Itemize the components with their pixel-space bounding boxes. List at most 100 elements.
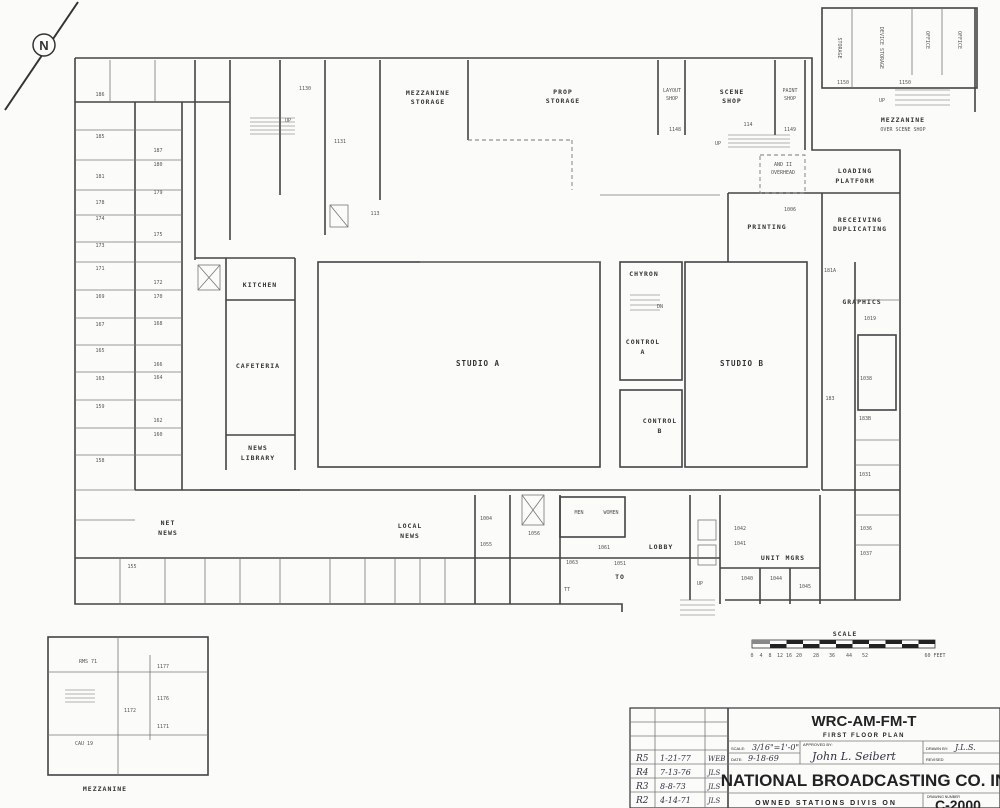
room-label: RECEIVING <box>838 216 882 224</box>
room-number: 1061 <box>598 545 610 551</box>
mezzanine-title: MEZZANINE <box>83 785 127 793</box>
room-label: LOADING <box>838 167 872 175</box>
room-number: 163 <box>95 376 104 382</box>
room-label: B <box>658 427 663 435</box>
room-number: 183B <box>859 416 871 422</box>
drawn-value: J.L.S. <box>953 743 976 752</box>
room-label: STORAGE <box>546 97 580 105</box>
room-label: SCENE <box>720 88 745 96</box>
scale-segment <box>852 640 869 644</box>
room-number: 172 <box>153 280 162 286</box>
room-number: 158 <box>95 458 104 464</box>
room-number: 1055 <box>480 542 492 548</box>
station-title: WRC-AM-FM-T <box>812 713 917 730</box>
room-number: 166 <box>153 362 162 368</box>
title-block: WRC-AM-FM-T FIRST FLOOR PLAN SCALE: 3/16… <box>629 707 1000 808</box>
scale-segment <box>885 640 902 644</box>
scale-segment <box>902 644 919 648</box>
revision-date: 8-8-73 <box>660 782 686 791</box>
room-label: OVERHEAD <box>771 170 795 176</box>
building-walls <box>74 57 901 612</box>
room-number: 1148 <box>669 127 681 133</box>
office-partitions <box>75 60 900 616</box>
room-label: SHOP <box>784 96 796 102</box>
drawing-number: C-2000 <box>935 797 981 808</box>
room-label: STORAGE <box>411 98 445 106</box>
room-number: 1042 <box>734 526 746 532</box>
room-label: NEWS <box>400 532 420 540</box>
mezzanine-over-scene-shop: STORAGE DEVICE STORAGE OFFICE OFFICE 115… <box>821 7 978 133</box>
room-number: 1041 <box>734 541 746 547</box>
room-number: 164 <box>153 375 162 381</box>
room-label: OFFICE <box>924 31 930 49</box>
revision-date: 4-14-71 <box>659 796 691 805</box>
stair-up-label: UP <box>715 141 721 147</box>
room-label: OFFICE <box>956 31 962 49</box>
scale-tick-label: 60 FEET <box>924 653 945 659</box>
room-number: 169 <box>95 294 104 300</box>
room-label: CHYRON <box>629 270 658 278</box>
room-label: A <box>641 348 646 356</box>
scale-value: 3/16"=1'-0" <box>752 743 799 752</box>
revision-number: R5 <box>635 754 649 764</box>
room-number: 160 <box>153 432 162 438</box>
scale-segment <box>836 644 853 648</box>
room-number: 1006 <box>784 207 796 213</box>
room-number: 175 <box>153 232 162 238</box>
room-label: CONTROL <box>643 417 677 425</box>
room-number: 183 <box>825 396 834 402</box>
room-number: 1172 <box>124 708 136 714</box>
room-label: LOCAL <box>398 522 423 530</box>
revision-by: JLS <box>706 769 720 777</box>
stair-up-label: UP <box>879 98 885 104</box>
room-number: 1149 <box>784 127 796 133</box>
room-number: 1063 <box>566 560 578 566</box>
scale-tick-label: 28 <box>813 653 819 659</box>
room-label: LAYOUT <box>663 88 681 94</box>
room-label: DUPLICATING <box>833 225 887 233</box>
room-number: 159 <box>95 404 104 410</box>
room-number: 180 <box>153 162 162 168</box>
room-number: 1176 <box>157 696 169 702</box>
room-number: 1038 <box>860 376 872 382</box>
room-label: CAFETERIA <box>236 362 280 370</box>
room-number: 1019 <box>864 316 876 322</box>
scale-tick-label: 0 <box>750 653 753 659</box>
room-number: 181A <box>824 268 836 274</box>
scale-segment <box>819 640 836 644</box>
room-label: TT <box>564 587 570 593</box>
mezzanine-title: MEZZANINE <box>881 116 925 124</box>
room-number: 1056 <box>528 531 540 537</box>
scale-tick-label: 36 <box>829 653 835 659</box>
scale-tick-label: 44 <box>846 653 852 659</box>
room-number: 173 <box>95 243 104 249</box>
room-number: 114 <box>743 122 752 128</box>
north-arrow-icon: N <box>4 1 79 111</box>
room-number: 1051 <box>614 561 626 567</box>
room-label: MEN <box>574 510 583 516</box>
room-number: 1040 <box>741 576 753 582</box>
room-number: 1130 <box>299 86 311 92</box>
room-label: PLATFORM <box>835 177 874 185</box>
room-number: 167 <box>95 322 104 328</box>
room-number: 1045 <box>799 584 811 590</box>
drawn-label: DRAWN BY: <box>926 746 948 751</box>
mezzanine-bottom: RMS 71 CAU 19 1177 1176 1171 1172 MEZZAN… <box>47 636 209 793</box>
room-label: GRAPHICS <box>842 298 881 306</box>
room-label: PROP <box>553 88 573 96</box>
stair-up-label: UP <box>697 581 703 587</box>
room-label: MEZZANINE <box>406 89 450 97</box>
room-label: WOMEN <box>603 510 618 516</box>
room-label: STUDIO A <box>456 359 500 368</box>
room-number: 162 <box>153 418 162 424</box>
revision-date: 7-13-76 <box>660 768 691 777</box>
room-label: LOBBY <box>649 543 674 551</box>
scale-segment <box>770 644 787 648</box>
stair-up-label: UP <box>285 118 291 124</box>
scale-segment <box>803 644 820 648</box>
room-label: RMS 71 <box>79 659 97 665</box>
stair-down-label: DN <box>657 304 663 310</box>
scale-tick-label: 12 <box>777 653 783 659</box>
